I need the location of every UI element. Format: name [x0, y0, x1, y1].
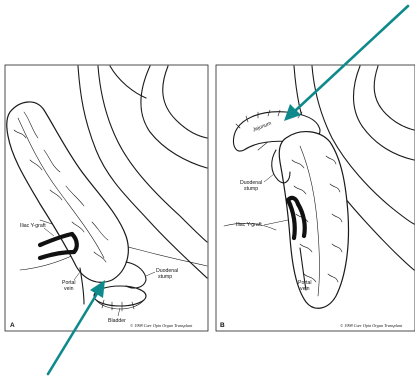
panel-a-copyright: © 1998 Curr Opin Organ Transplant	[130, 323, 193, 328]
panel-a-label-stump: stump	[158, 274, 172, 280]
panel-a-label-bladder: Bladder	[108, 318, 126, 324]
panel-b: Jejunum Duodenal stump Iliac Y-graft Por…	[216, 65, 415, 331]
panel-a-label-iliac-y-graft: Iliac Y-graft	[20, 223, 46, 229]
panel-b-label-iliac-y-graft: Iliac Y-graft	[236, 222, 262, 228]
panel-b-label-vein: vein	[300, 286, 310, 292]
panel-a-letter: A	[10, 322, 15, 329]
panel-a-label-vein: vein	[64, 286, 74, 292]
panel-b-label-stump: stump	[244, 186, 258, 192]
panel-b-copyright: © 1998 Curr Opin Organ Transplant	[340, 323, 403, 328]
panel-b-letter: B	[220, 322, 225, 329]
panel-a: Iliac Y-graft Portal vein Duodenal stump…	[5, 65, 208, 331]
